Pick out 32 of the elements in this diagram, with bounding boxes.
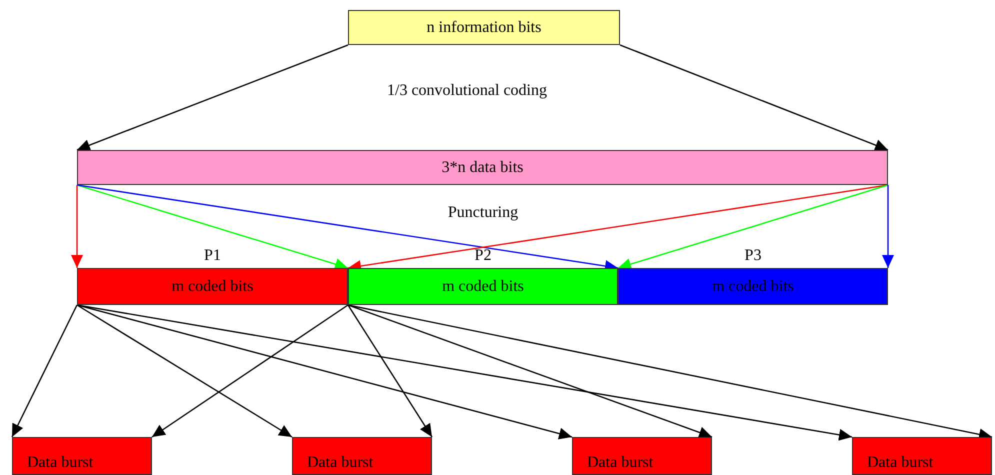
arrow xyxy=(76,44,348,151)
data-bar xyxy=(77,150,888,185)
part-label: P2 xyxy=(474,247,492,264)
arrow xyxy=(348,304,712,438)
burst-box xyxy=(12,437,152,475)
box-label: m coded bits xyxy=(442,278,524,296)
burst-box xyxy=(852,437,992,475)
box-label: Data burst xyxy=(27,454,94,472)
arrow xyxy=(347,304,433,438)
box-label: n information bits xyxy=(426,18,542,36)
arrow xyxy=(76,304,572,440)
arrow xyxy=(76,304,292,438)
input-box xyxy=(348,10,620,45)
stage-label: 1/3 convolutional coding xyxy=(387,82,547,100)
arrow xyxy=(618,184,888,270)
box-label: m coded bits xyxy=(172,278,254,296)
box-label: m coded bits xyxy=(712,278,794,296)
burst-box xyxy=(292,437,432,475)
arrow xyxy=(71,185,83,268)
arrow xyxy=(76,184,348,270)
box-label: Data burst xyxy=(587,454,654,472)
box-label: Data burst xyxy=(307,454,374,472)
arrow xyxy=(152,304,348,438)
part-label: P1 xyxy=(204,247,221,264)
box-label: Data burst xyxy=(867,454,934,472)
part-label: P3 xyxy=(744,247,762,264)
stage-label: Puncturing xyxy=(448,204,518,222)
arrow xyxy=(11,304,78,438)
box-label: 3*n data bits xyxy=(442,158,524,176)
arrow xyxy=(620,44,888,151)
burst-box xyxy=(572,437,712,475)
arrow xyxy=(882,185,894,268)
